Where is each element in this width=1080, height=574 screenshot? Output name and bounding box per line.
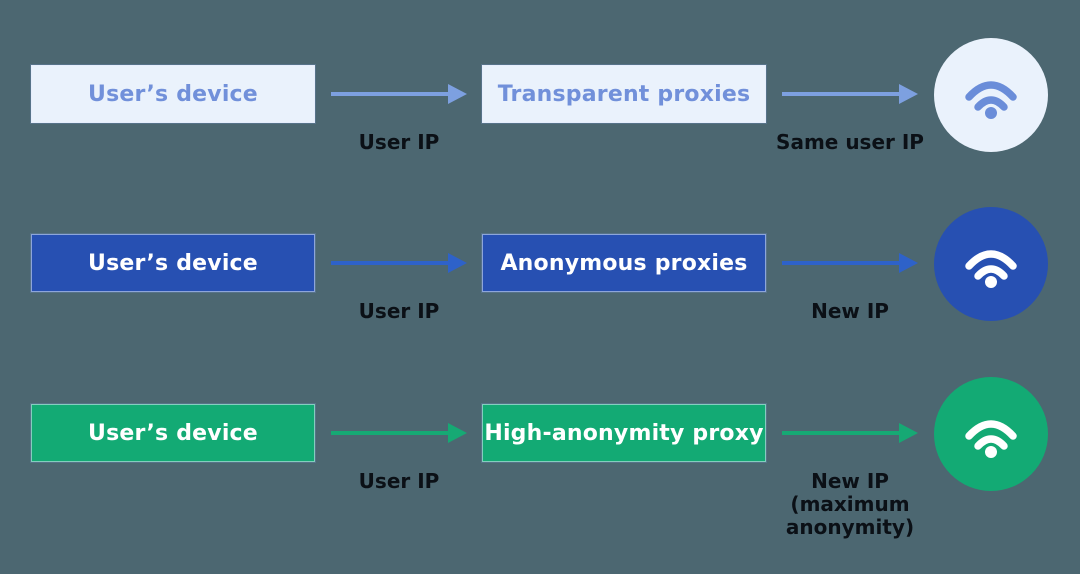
wifi-icon: [965, 250, 1017, 288]
wifi-icon: [965, 420, 1017, 458]
device-box: User’s device: [31, 65, 315, 123]
wifi-circle: [934, 377, 1048, 491]
user-ip-label: User IP: [358, 130, 440, 154]
arrow-right-icon: [330, 421, 468, 445]
arrow-right-icon: [330, 82, 468, 106]
device-box: User’s device: [31, 234, 315, 292]
result-ip-label: New IP (maximum anonymity): [785, 469, 915, 539]
proxy-box: Anonymous proxies: [482, 234, 766, 292]
proxy-box: Transparent proxies: [482, 65, 766, 123]
result-ip-label: New IP: [811, 299, 889, 323]
proxy-box: High-anonymity proxy: [482, 404, 766, 462]
user-ip-label: User IP: [358, 469, 440, 493]
wifi-circle: [934, 38, 1048, 152]
arrow-right-icon: [781, 251, 919, 275]
arrow-right-icon: [330, 251, 468, 275]
wifi-circle: [934, 207, 1048, 321]
wifi-icon: [965, 81, 1017, 119]
device-box: User’s device: [31, 404, 315, 462]
arrow-right-icon: [781, 421, 919, 445]
user-ip-label: User IP: [358, 299, 440, 323]
result-ip-label: Same user IP: [776, 130, 924, 154]
arrow-right-icon: [781, 82, 919, 106]
